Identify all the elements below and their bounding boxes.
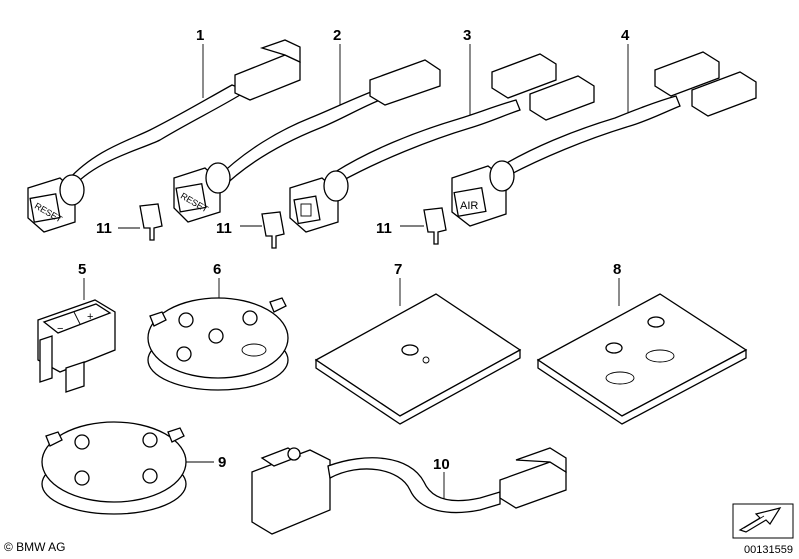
part-3-switch-harness-double-plug	[289, 44, 595, 233]
part-9-round-plate	[41, 421, 214, 515]
air-label: AIR	[460, 200, 478, 212]
part-6-round-plate	[147, 278, 289, 391]
callout-6: 6	[213, 261, 221, 278]
part-8-flat-plate-controls	[536, 278, 748, 425]
copyright-text: © BMW AG	[4, 540, 66, 554]
callout-10: 10	[433, 456, 450, 473]
callout-5: 5	[78, 261, 86, 278]
bmw-arrow-icon	[732, 503, 794, 539]
callout-9: 9	[218, 454, 226, 471]
callout-7: 7	[394, 261, 402, 278]
callout-11-c: 11	[376, 220, 392, 237]
callout-3: 3	[463, 27, 471, 44]
part-2-reset-switch-harness: RESET	[173, 44, 441, 223]
plus-label: +	[87, 311, 93, 323]
callout-4: 4	[621, 27, 630, 44]
callout-8: 8	[613, 261, 621, 278]
part-7-flat-plate	[314, 278, 522, 425]
part-4-air-switch-harness: AIR	[451, 44, 757, 227]
part-10-switch-cable	[251, 447, 567, 535]
callout-2: 2	[333, 27, 341, 44]
drawing-number: 00131559	[744, 544, 793, 556]
callout-11-a: 11	[96, 220, 112, 237]
callout-1: 1	[196, 27, 204, 44]
callout-11-b: 11	[216, 220, 232, 237]
part-5-rocker-switch: − +	[37, 278, 116, 393]
part-11-labels	[118, 203, 447, 249]
minus-label: −	[57, 323, 63, 335]
part-1-reset-switch-harness: RESET	[27, 39, 301, 233]
